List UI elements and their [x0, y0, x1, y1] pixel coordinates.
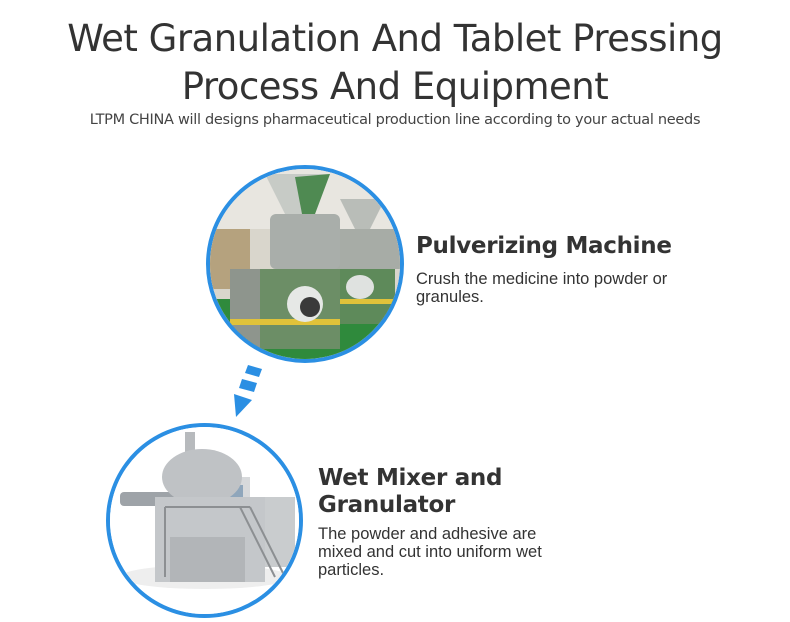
- step-description-pulverizing-machine: Crush the medicine into powder or granul…: [416, 270, 668, 306]
- step-description-wet-mixer-granulator: The powder and adhesive are mixed and cu…: [318, 525, 542, 579]
- step-title-wet-mixer-granulator: Wet Mixer and Granulator: [318, 465, 503, 518]
- page-title-line-1: Wet Granulation And Tablet Pressing: [67, 17, 723, 60]
- wet-mixer-granulator-photo-icon: [110, 427, 299, 614]
- arrow-down-icon: [234, 365, 262, 417]
- pulverizing-machine-photo-icon: [210, 169, 400, 359]
- page-subtitle: LTPM CHINA will designs pharmaceutical p…: [89, 112, 701, 128]
- step-title-pulverizing-machine: Pulverizing Machine: [416, 233, 672, 259]
- page-title-line-2: Process And Equipment: [181, 65, 609, 108]
- pulverizing-machine-image: [206, 165, 404, 363]
- wet-mixer-granulator-image: [106, 423, 303, 618]
